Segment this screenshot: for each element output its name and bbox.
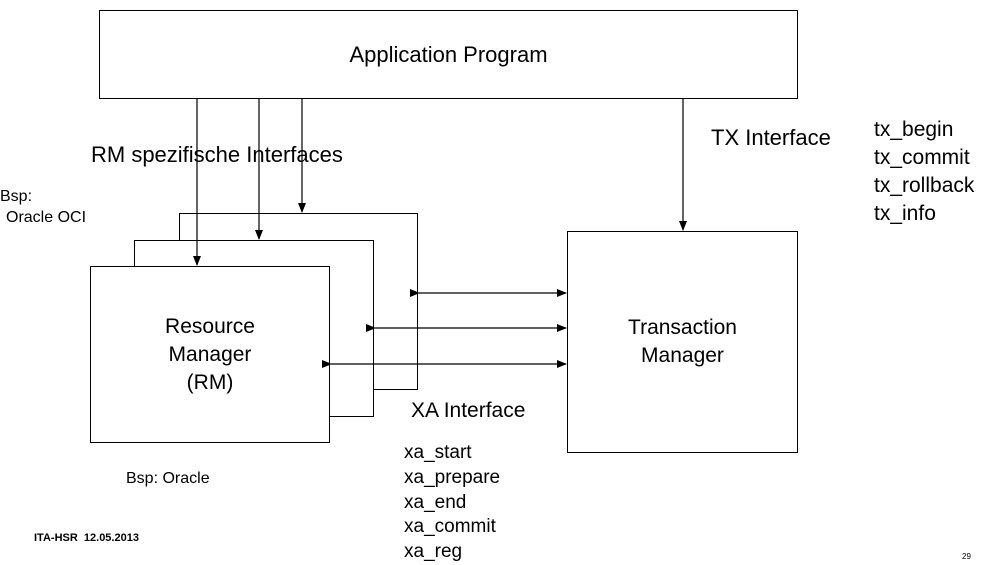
rm-example-line1: Bsp: <box>0 188 33 205</box>
footer-page-number: 29 <box>962 552 971 561</box>
tx-function-item: tx_commit <box>874 146 970 169</box>
rm-interfaces-label: RM spezifische Interfaces <box>91 142 343 167</box>
rm-bottom-example: Bsp: Oracle <box>126 470 210 487</box>
resource-manager-line2: Manager <box>168 342 252 366</box>
tx-function-item: tx_info <box>874 202 936 225</box>
xa-functions-list: xa_start xa_prepare xa_end xa_commit xa_… <box>404 441 500 565</box>
xa-function-item: xa_commit <box>404 516 496 538</box>
xa-interface-label: XA Interface <box>411 399 526 422</box>
transaction-manager-line2: Manager <box>641 344 724 367</box>
xa-function-item: xa_end <box>404 491 467 513</box>
tx-function-item: tx_rollback <box>874 174 975 197</box>
resource-manager-line1: Resource <box>165 314 255 338</box>
rm-example-line2: Oracle OCI <box>6 209 87 226</box>
tx-interface-label: TX Interface <box>711 125 831 150</box>
application-program-box: Application Program <box>99 10 798 99</box>
resource-manager-box: Resource Manager (RM) <box>90 266 330 443</box>
footer-left: ITA-HSR 12.05.2013 <box>34 532 139 544</box>
tx-function-item: tx_begin <box>874 118 954 141</box>
transaction-manager-box: Transaction Manager <box>567 231 798 453</box>
transaction-manager-line1: Transaction <box>628 316 737 339</box>
tx-functions-list: tx_begin tx_commit tx_rollback tx_info <box>874 116 974 228</box>
xa-function-item: xa_start <box>404 442 472 463</box>
xa-function-item: xa_reg <box>404 541 463 563</box>
resource-manager-line3: (RM) <box>186 370 234 394</box>
application-program-label: Application Program <box>349 41 548 67</box>
xa-function-item: xa_prepare <box>404 466 501 488</box>
